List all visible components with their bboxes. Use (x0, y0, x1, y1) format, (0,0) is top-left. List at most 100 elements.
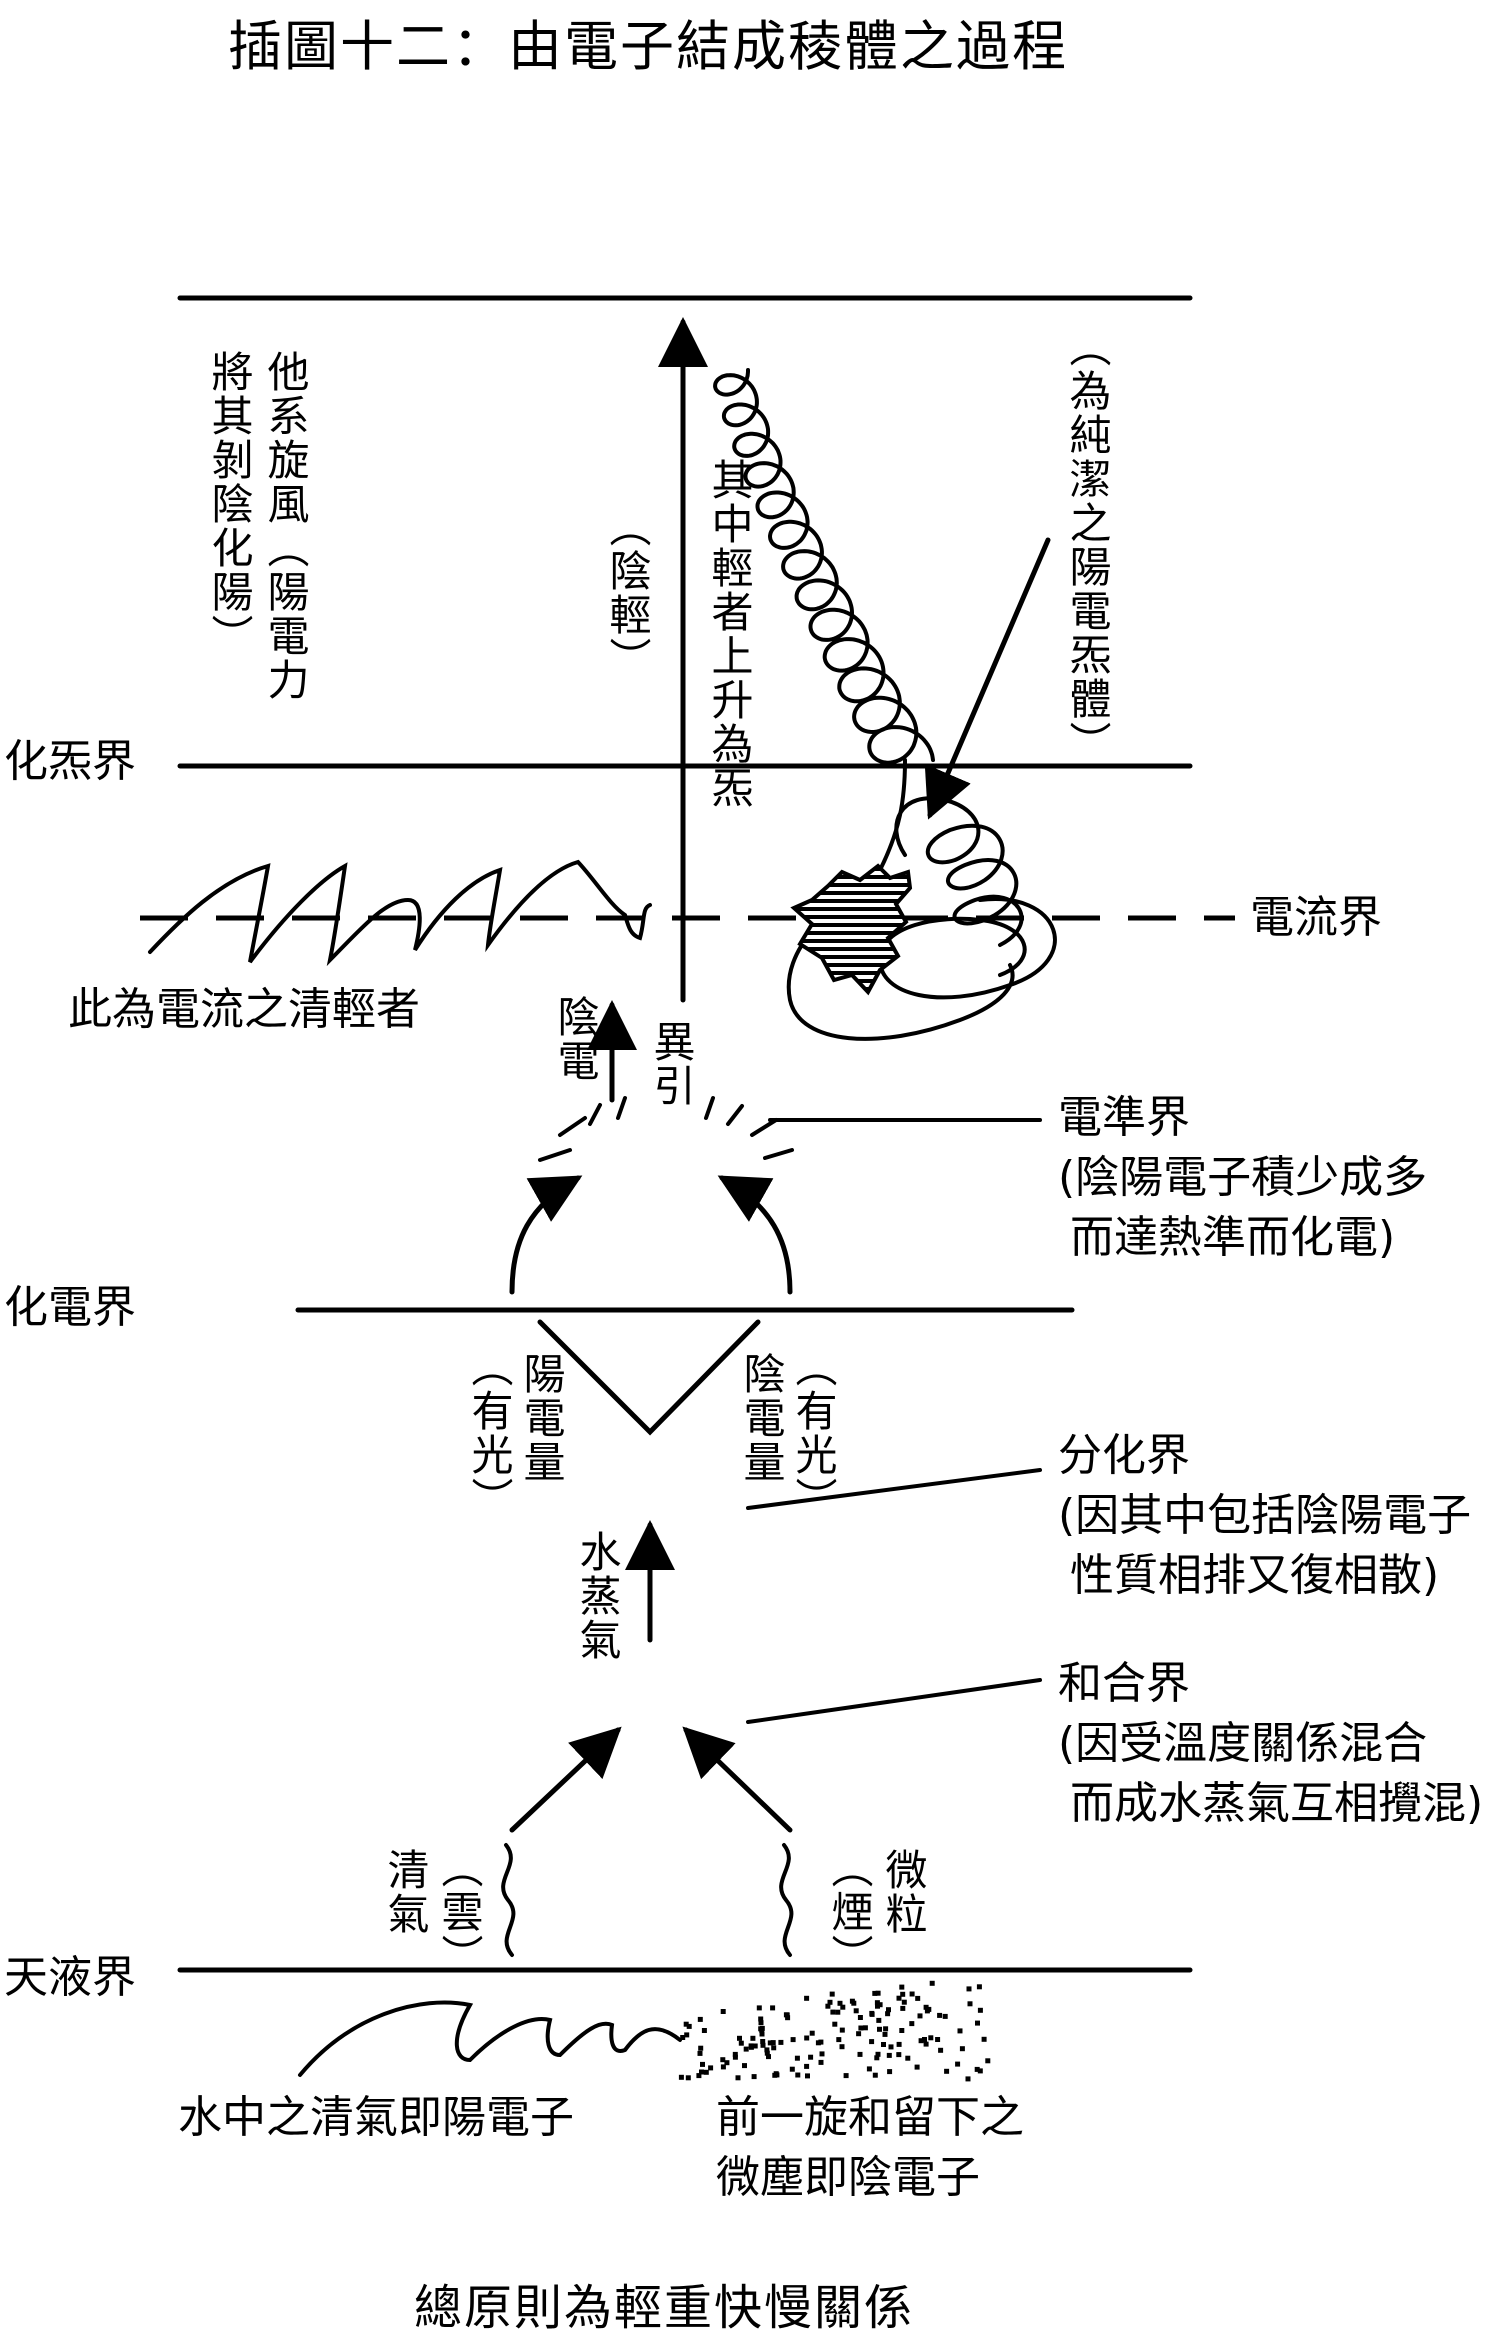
dust-particle (773, 2071, 779, 2077)
dust-particle (843, 2073, 849, 2079)
dust-particle (896, 2041, 902, 2047)
realm-label-dianliu: 電流界 (1250, 892, 1382, 943)
dust-particle (778, 2039, 784, 2045)
dust-particle (959, 2046, 965, 2052)
vertical-yin-col2: ︵有光︶ (789, 1345, 838, 1521)
burst-rays (538, 1096, 794, 1162)
label-dust-line1: 前一旋和留下之 (716, 2092, 1024, 2143)
realm-label-huaxi: 化炁界 (4, 736, 136, 787)
vertical-weili-col1: 微粒 (879, 1848, 928, 1936)
dust-particle (857, 2051, 863, 2057)
dust-particle (696, 2073, 702, 2079)
dust-particle (825, 2003, 831, 2009)
dust-particle (887, 2069, 893, 2075)
dust-particles (678, 1980, 991, 2082)
dust-particle (917, 2013, 923, 2019)
realm-label-tianye: 天液界 (4, 1952, 136, 2003)
vertical-shuizhengqi: 水蒸氣 (573, 1530, 622, 1662)
dust-particle (977, 2068, 983, 2074)
dust-particle (839, 2027, 845, 2033)
dust-particle (720, 2057, 726, 2063)
dust-particle (901, 1999, 907, 2005)
dust-particle (914, 2064, 920, 2070)
vertical-yang-col2: ︵有光︶ (465, 1345, 514, 1521)
left-diagonal-arrow (509, 1726, 622, 1833)
dust-particle (795, 2072, 801, 2078)
dust-particle (760, 2039, 766, 2044)
outer-cloud-loop (877, 897, 1057, 1000)
dust-particle (977, 2007, 983, 2013)
label-fenhua-name: 分化界 (1058, 1430, 1190, 1481)
dust-particle (881, 2042, 886, 2047)
dust-particle (899, 1984, 905, 1990)
dust-particle (829, 1991, 835, 1997)
dust-particle (874, 2000, 880, 2006)
dust-particle (827, 1999, 833, 2005)
vertical-shangsheng: 其中輕者上升為炁 (705, 458, 754, 810)
dust-particle (760, 2042, 766, 2048)
dust-particle (771, 2045, 777, 2051)
dust-particle (877, 2026, 882, 2032)
label-fenhua-desc2: 性質相排又復相散) (1070, 1550, 1440, 1601)
dust-particle (770, 2005, 776, 2011)
dust-particle (900, 2005, 906, 2011)
dust-particle (840, 2004, 846, 2010)
dust-particle (967, 2001, 973, 2007)
dust-particle (738, 2040, 744, 2046)
dust-particle (770, 2040, 776, 2046)
dust-particle (700, 2061, 705, 2067)
dust-particle (685, 2075, 691, 2081)
vertical-weili-col2: ︵煙︶ (825, 1846, 874, 1978)
dust-particle (900, 1991, 906, 1997)
dust-particle (929, 1980, 935, 1986)
dust-particle (928, 2035, 934, 2041)
dust-particle (872, 2072, 878, 2078)
dust-particle (877, 2002, 883, 2008)
dust-particle (701, 2028, 707, 2033)
dust-particle (985, 2058, 991, 2064)
dust-particle (874, 2055, 880, 2061)
dust-particle (766, 2054, 771, 2060)
dust-particle (743, 2046, 749, 2052)
dust-particle (966, 1986, 972, 1992)
dust-particle (856, 2031, 862, 2037)
cloud-rising-wave (501, 1843, 516, 1957)
dust-particle (784, 2012, 790, 2018)
dust-particle (965, 2076, 971, 2082)
dust-particle (720, 2009, 726, 2014)
dust-particle (896, 2052, 902, 2058)
water-qingqi-wave (298, 2000, 682, 2077)
dust-particle (981, 2036, 987, 2042)
dust-particle (790, 2037, 796, 2043)
dust-particle (974, 2066, 980, 2072)
vertical-tasi-col1: 他系旋風︵陽電力 (261, 350, 310, 702)
dust-particle (875, 2003, 880, 2009)
dust-particle (858, 2025, 864, 2031)
dust-particle (830, 2009, 836, 2015)
dust-particle (742, 2063, 747, 2069)
dust-particle (684, 2032, 690, 2038)
dust-particle (759, 2031, 765, 2037)
dust-particle (888, 2044, 894, 2050)
dust-particle (818, 2039, 824, 2045)
dust-particle (794, 2055, 800, 2061)
dust-particle (942, 2013, 948, 2019)
vertical-tasi-col2: 將其剝陰化陽︶ (205, 350, 254, 658)
footer-principle: 總原則為輕重快慢關係 (414, 2280, 915, 2336)
dust-particle (750, 2035, 756, 2041)
vertical-yiyin: 異引 (647, 1020, 696, 1108)
dust-particle (758, 2020, 764, 2026)
hehe-leader-line (746, 1678, 1042, 1724)
dust-particle (804, 2035, 810, 2041)
dust-particle (737, 2035, 742, 2041)
dust-particle (767, 2040, 773, 2046)
vertical-chunjie: ︵為純潔之陽電炁體︶ (1063, 325, 1112, 765)
dust-particle (876, 2017, 882, 2023)
dust-particle (944, 2068, 950, 2074)
dust-particle (732, 2054, 738, 2060)
label-hehe-desc1: (因受溫度關係混合 (1058, 1718, 1428, 1769)
dust-particle (849, 1998, 855, 2004)
label-hehe-desc2: 而成水蒸氣互相攪混) (1070, 1778, 1484, 1829)
dust-particle (905, 2055, 911, 2061)
dust-particle (857, 2015, 863, 2020)
